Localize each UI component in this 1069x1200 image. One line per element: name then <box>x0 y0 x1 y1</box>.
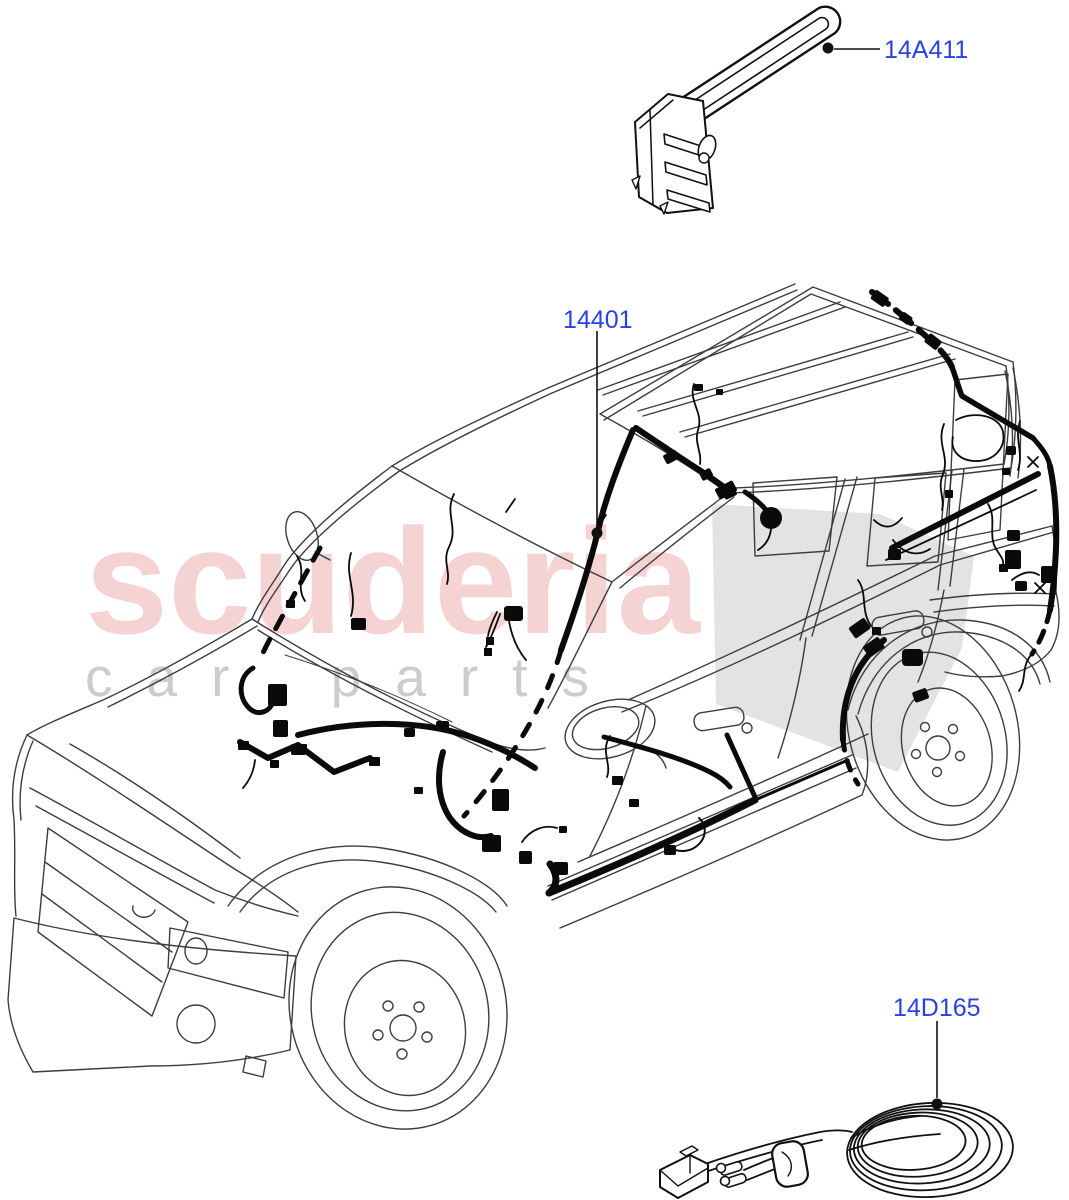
part-number-label-14d165[interactable]: 14D165 <box>893 994 981 1022</box>
part-number-label-14401[interactable]: 14401 <box>563 306 633 334</box>
part-14a411-drawing <box>631 5 842 215</box>
callout-dot <box>591 527 603 539</box>
harness-connectors <box>238 290 1053 875</box>
watermark-layer: scuderia car parts <box>85 497 974 772</box>
callout-dot <box>822 42 834 54</box>
callout-14401: 14401 <box>563 306 633 539</box>
callout-dot <box>931 1098 943 1110</box>
watermark-tagline-text: car parts <box>85 646 623 708</box>
callout-14d165: 14D165 <box>893 994 981 1110</box>
part-number-label-14a411[interactable]: 14A411 <box>884 36 968 64</box>
callout-14a411: 14A411 <box>822 36 968 64</box>
watermark-checkered-flag <box>712 504 974 772</box>
wiring-harness <box>237 289 1060 897</box>
part-14d165-drawing <box>659 1101 1014 1199</box>
